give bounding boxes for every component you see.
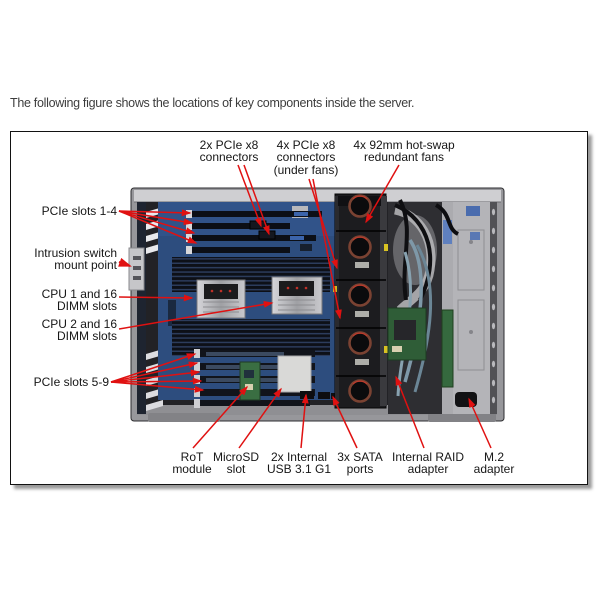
callout-label-pcie-x8-2x: 2x PCIe x8 connectors — [199, 138, 259, 165]
callout-label-intrusion-switch: Intrusion switch mount point — [34, 246, 117, 273]
callout-label-m2: M.2 adapter — [473, 450, 515, 477]
callout-label-usb: 2x Internal USB 3.1 G1 — [266, 450, 332, 477]
callout-label-rot-module: RoT module — [172, 450, 212, 477]
intro-text: The following figure shows the locations… — [10, 96, 415, 110]
callout-label-cpu2-dimm: CPU 2 and 16 DIMM slots — [41, 317, 117, 344]
callout-label-cpu1-dimm: CPU 1 and 16 DIMM slots — [41, 287, 117, 314]
callout-label-pcie-x8-4x: 4x PCIe x8 connectors (under fans) — [273, 138, 339, 177]
callout-label-sata: 3x SATA ports — [337, 450, 383, 477]
callout-label-microsd: MicroSD slot — [212, 450, 259, 477]
callout-label-pcie-slots-1-4: PCIe slots 1-4 — [41, 204, 117, 218]
callout-label-raid: Internal RAID adapter — [391, 450, 465, 477]
callout-label-fans: 4x 92mm hot-swap redundant fans — [353, 138, 455, 165]
callout-label-pcie-slots-5-9: PCIe slots 5-9 — [33, 375, 109, 389]
